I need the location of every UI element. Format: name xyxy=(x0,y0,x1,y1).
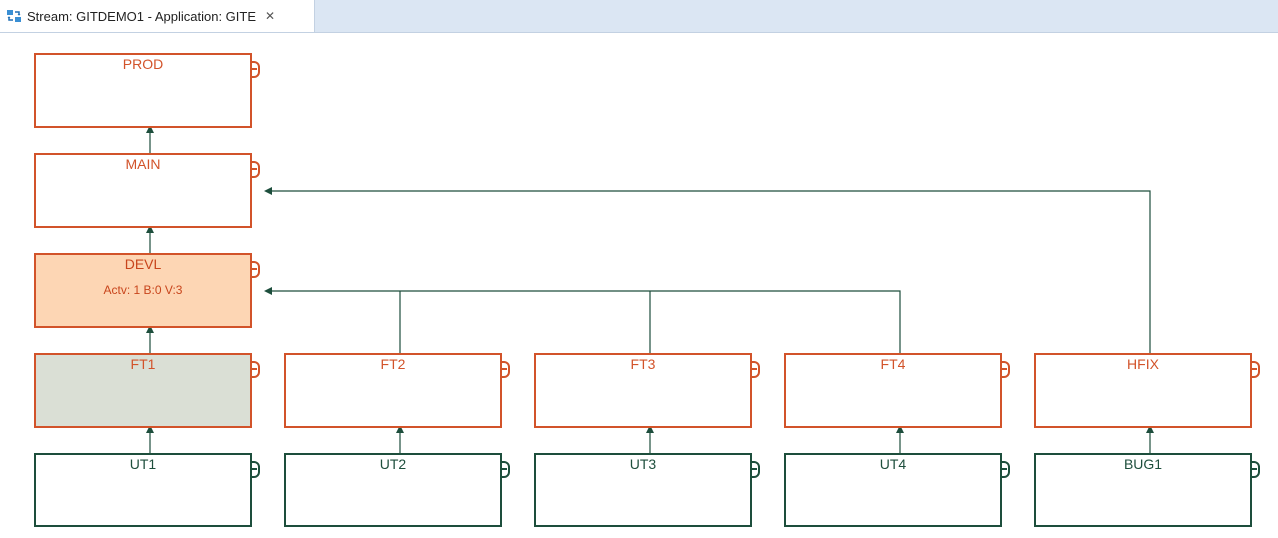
stream-name: FT1 xyxy=(130,356,156,372)
close-icon[interactable]: ✕ xyxy=(265,9,276,23)
user-box-bug1[interactable]: BUG1 xyxy=(1034,453,1260,527)
link-hfix-main xyxy=(264,187,1151,353)
editor-tab-bar: Stream: GITDEMO1 - Application: GITE ✕ xyxy=(0,0,1278,33)
stream-box-ft1[interactable]: FT1 xyxy=(34,353,260,428)
stream-name: FT4 xyxy=(880,356,906,372)
stream-box-ft3[interactable]: FT3 xyxy=(534,353,760,428)
stream-diagram-canvas: PROD MAIN DEVL Actv: 1 B:0 V:3 FT1 FT2 F… xyxy=(0,33,1278,538)
user-box-ut4[interactable]: UT4 xyxy=(784,453,1010,527)
stream-handle-icon[interactable] xyxy=(1001,361,1010,378)
stream-sync-icon xyxy=(7,10,21,22)
connector-lines xyxy=(146,125,1154,453)
stream-name: PROD xyxy=(122,56,164,72)
stream-name: FT3 xyxy=(630,356,656,372)
stream-box-ft4[interactable]: FT4 xyxy=(784,353,1010,428)
stream-box-prod[interactable]: PROD xyxy=(34,53,260,128)
stream-handle-icon[interactable] xyxy=(251,461,260,478)
user-box-ut1[interactable]: UT1 xyxy=(34,453,260,527)
user-stream-name: BUG1 xyxy=(1123,456,1163,472)
stream-name: MAIN xyxy=(125,156,161,172)
stream-name: DEVL xyxy=(124,256,162,272)
stream-handle-icon[interactable] xyxy=(1251,361,1260,378)
stream-handle-icon[interactable] xyxy=(251,361,260,378)
stream-box-devl[interactable]: DEVL Actv: 1 B:0 V:3 xyxy=(34,253,260,328)
stream-box-hfix[interactable]: HFIX xyxy=(1034,353,1260,428)
user-stream-name: UT1 xyxy=(129,456,157,472)
stream-box-main[interactable]: MAIN xyxy=(34,153,260,228)
user-box-ut2[interactable]: UT2 xyxy=(284,453,510,527)
link-ft-devl xyxy=(268,291,901,353)
stream-activity-info: Actv: 1 B:0 V:3 xyxy=(103,283,183,297)
user-stream-name: UT2 xyxy=(379,456,407,472)
stream-name: FT2 xyxy=(380,356,406,372)
stream-name: HFIX xyxy=(1127,356,1159,372)
stream-handle-icon[interactable] xyxy=(751,361,760,378)
stream-handle-icon[interactable] xyxy=(1001,461,1010,478)
stream-handle-icon[interactable] xyxy=(1251,461,1260,478)
tab-title: Stream: GITDEMO1 - Application: GITE xyxy=(27,8,257,24)
user-box-ut3[interactable]: UT3 xyxy=(534,453,760,527)
stream-handle-icon[interactable] xyxy=(751,461,760,478)
stream-handle-icon[interactable] xyxy=(501,361,510,378)
stream-handle-icon[interactable] xyxy=(251,161,260,178)
stream-box-ft2[interactable]: FT2 xyxy=(284,353,510,428)
stream-handle-icon[interactable] xyxy=(251,261,260,278)
user-stream-name: UT4 xyxy=(879,456,907,472)
stream-handle-icon[interactable] xyxy=(501,461,510,478)
stream-handle-icon[interactable] xyxy=(251,61,260,78)
stream-editor-tab[interactable]: Stream: GITDEMO1 - Application: GITE ✕ xyxy=(0,0,315,32)
user-stream-name: UT3 xyxy=(629,456,657,472)
